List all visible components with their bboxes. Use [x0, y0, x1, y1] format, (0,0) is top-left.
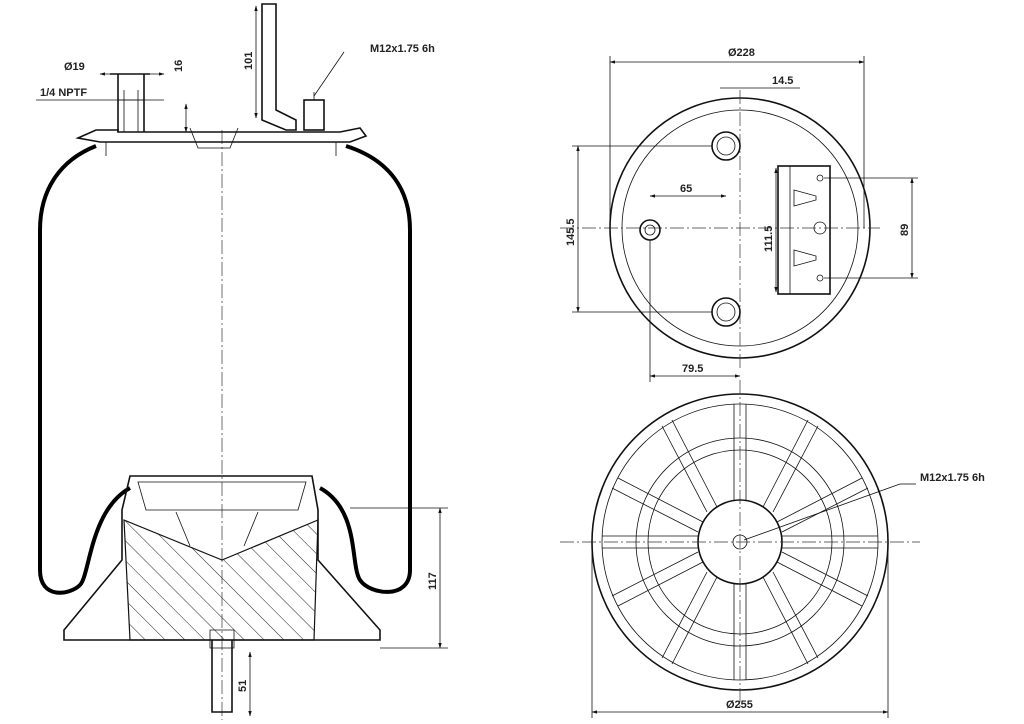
- dim-port-thread: 1/4 NPTF: [40, 87, 87, 99]
- rib: [661, 571, 718, 665]
- bracket-center-hole: [813, 221, 827, 235]
- air-port-lower: [711, 297, 741, 327]
- piston-outline: [63, 475, 381, 641]
- top-stud-nut: [303, 99, 325, 131]
- piston-top: [137, 481, 307, 511]
- bracket-plate: [777, 165, 831, 295]
- mounting-bracket: [261, 3, 297, 131]
- rubber-bellow: [38, 144, 412, 595]
- dim-piston-thread: M12x1.75 6h: [920, 472, 985, 484]
- dim-port-spacing: 145.5: [565, 218, 577, 246]
- dim-stud-thread: M12x1.75 6h: [370, 43, 435, 55]
- dim-bracket-height: 101: [243, 52, 255, 70]
- rib: [776, 551, 869, 607]
- dim-bracket-hole-spacing: 89: [899, 224, 911, 236]
- bracket-gusset: [793, 189, 817, 267]
- rib: [776, 477, 869, 533]
- rib: [611, 477, 704, 533]
- piston-section: [123, 519, 319, 641]
- dim-base-diameter: Ø255: [726, 699, 753, 711]
- rib: [733, 404, 747, 500]
- bracket-hole: [816, 274, 824, 282]
- dim-side-offset: 79.5: [682, 363, 703, 375]
- stud-hole-inner: [644, 224, 656, 236]
- dim-piston-height: 117: [427, 572, 439, 590]
- rib: [762, 419, 819, 513]
- base-ribs: [602, 404, 878, 680]
- rib: [602, 535, 698, 549]
- air-port-upper-inner: [716, 136, 736, 156]
- bracket-foot: [189, 127, 239, 149]
- rib: [782, 535, 878, 549]
- rib: [611, 551, 704, 607]
- dim-stud-offset: 65: [680, 183, 692, 195]
- top-view: Ø228 14.5 65 145.5 111.5 89 79.5: [560, 47, 918, 382]
- bottom-stud-nut: [209, 629, 235, 649]
- dim-plate-diameter: Ø228: [728, 47, 755, 59]
- bottom-stud: [211, 640, 233, 713]
- dim-bracket-length: 111.5: [763, 226, 775, 252]
- bottom-view: M12x1.75 6h Ø255: [560, 380, 985, 718]
- air-port-fitting: [110, 73, 150, 132]
- side-view: Ø19 1/4 NPTF 16 101 M12x1.75 6h 117 51: [36, 3, 448, 720]
- stud-hole: [639, 219, 661, 241]
- rib: [762, 571, 819, 665]
- leader-piston-thread: [743, 483, 901, 541]
- dim-bottom-stud-length: 51: [237, 680, 249, 692]
- dim-port-diameter: Ø19: [64, 61, 85, 73]
- air-port-thread: [118, 90, 144, 132]
- air-port-lower-inner: [716, 302, 736, 322]
- bracket-hole: [816, 174, 824, 182]
- dim-flange-height: 16: [173, 60, 185, 72]
- leader-stud-thread: [313, 51, 345, 97]
- top-plate: [75, 127, 368, 143]
- rib: [661, 419, 718, 513]
- piston-rib: [175, 511, 259, 547]
- rib: [733, 584, 747, 680]
- air-port-upper: [711, 131, 741, 161]
- dim-port-offset: 14.5: [772, 75, 793, 87]
